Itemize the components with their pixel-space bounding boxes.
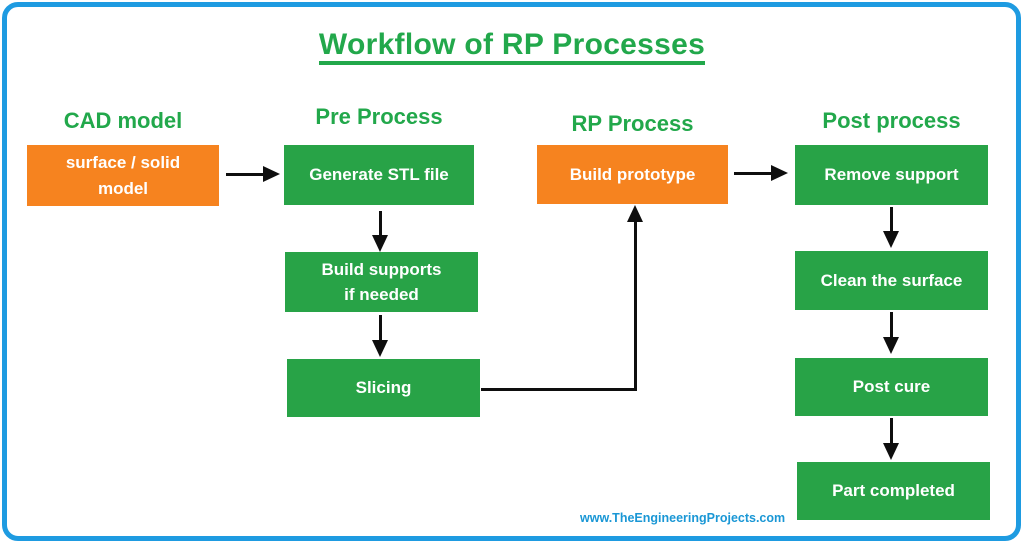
arrowhead-down-icon [372, 340, 388, 357]
arrow-line [226, 173, 264, 176]
column-header-rp-process: RP Process [571, 111, 694, 136]
node-slicing: Slicing [287, 359, 480, 417]
page-title-text: Workflow of RP Processes [318, 30, 706, 65]
column-header-cad-model: CAD model [63, 108, 183, 133]
node-generate-stl-file: Generate STL file [284, 145, 474, 205]
arrowhead-right-icon [263, 166, 280, 182]
arrow-line [379, 211, 382, 236]
arrow-line [890, 418, 893, 444]
arrowhead-down-icon [883, 443, 899, 460]
node-clean-the-surface: Clean the surface [795, 251, 988, 310]
node-post-cure: Post cure [795, 358, 988, 416]
arrowhead-down-icon [883, 337, 899, 354]
node-surface-solid-model: surface / solid model [27, 145, 219, 206]
arrowhead-right-icon [771, 165, 788, 181]
node-build-prototype: Build prototype [537, 145, 728, 204]
arrow-line [734, 172, 772, 175]
arrow-line [634, 221, 637, 391]
arrow-line [481, 388, 637, 391]
column-header-pre-process: Pre Process [315, 104, 443, 129]
page-title: Workflow of RP Processes [0, 30, 1024, 65]
arrowhead-down-icon [883, 231, 899, 248]
arrow-line [890, 207, 893, 232]
column-header-post-process: Post process [822, 108, 961, 133]
arrowhead-up-icon [627, 205, 643, 222]
arrow-line [379, 315, 382, 341]
node-remove-support: Remove support [795, 145, 988, 205]
arrowhead-down-icon [372, 235, 388, 252]
watermark: www.TheEngineeringProjects.com [580, 511, 786, 525]
arrow-line [890, 312, 893, 338]
node-part-completed: Part completed [797, 462, 990, 520]
node-build-supports: Build supports if needed [285, 252, 478, 312]
